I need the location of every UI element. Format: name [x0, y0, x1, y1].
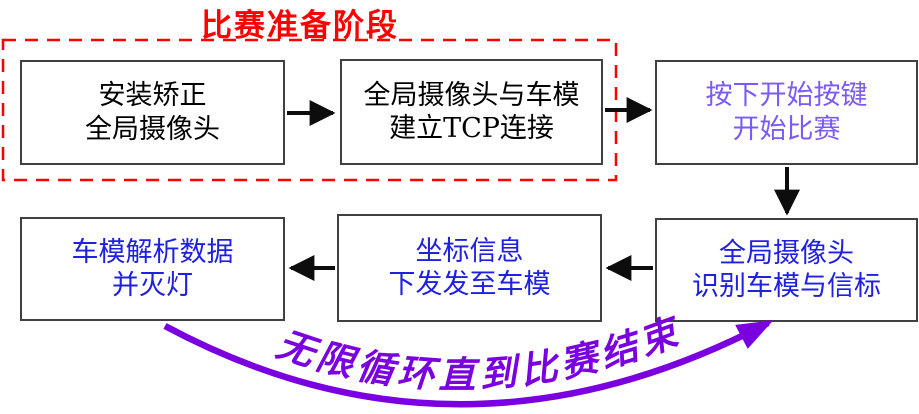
step-install-calibrate-camera: 安装矫正 全局摄像头 [20, 60, 285, 165]
loop-curve-arrow [163, 320, 774, 408]
step-text-line: 并灭灯 [112, 270, 193, 301]
step-text-line: 全局摄像头 [719, 237, 854, 269]
step-text-line: 全局摄像头与车模 [363, 79, 580, 111]
step-text-line: 坐标信息 [415, 235, 524, 267]
step-text-line: 下发发至车模 [388, 269, 551, 300]
step-identify-car-beacon: 全局摄像头 识别车模与信标 [655, 218, 918, 322]
step-parse-data-light-off: 车模解析数据 并灭灯 [20, 217, 285, 321]
step-text-line: 安装矫正 [98, 80, 207, 112]
step-text-line: 按下开始按键 [705, 80, 868, 112]
step-text-line: 建立TCP连接 [389, 113, 554, 144]
step-tcp-connection: 全局摄像头与车模 建立TCP连接 [340, 59, 603, 165]
step-press-start-button: 按下开始按键 开始比赛 [655, 60, 918, 165]
step-text-line: 车模解析数据 [71, 236, 234, 268]
step-text-line: 识别车模与信标 [692, 271, 881, 302]
prep-phase-title: 比赛准备阶段 [201, 8, 399, 43]
step-text-line: 全局摄像头 [85, 113, 220, 145]
step-send-coordinates: 坐标信息 下发发至车模 [337, 214, 602, 322]
step-text-line: 开始比赛 [732, 113, 841, 145]
